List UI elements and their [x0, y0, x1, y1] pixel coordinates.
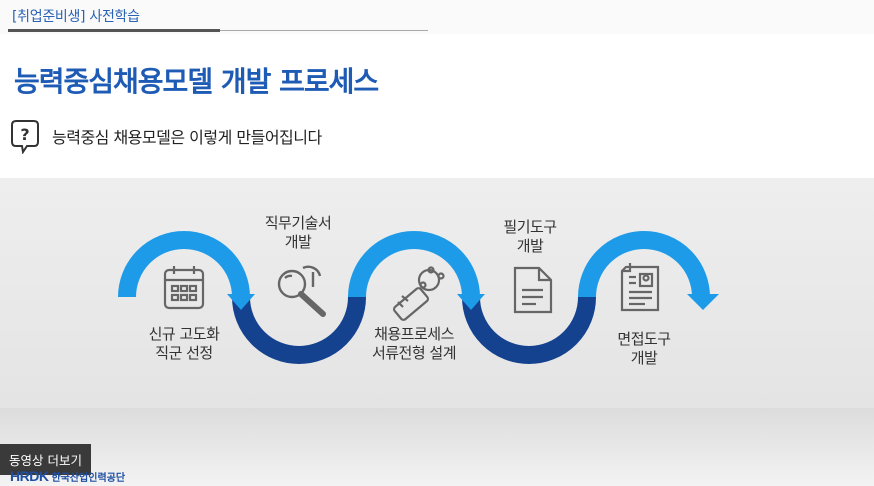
document-icon	[513, 266, 553, 314]
step-label-5: 면접도구 개발	[617, 330, 671, 367]
subtitle-text: 능력중심 채용모델은 이렇게 만들어집니다	[52, 128, 322, 147]
hrdk-logo: HRDK 한국산업인력공단	[10, 468, 125, 484]
arc-step-1	[118, 231, 250, 298]
step-label-1: 신규 고도화 직군 선정	[148, 325, 220, 362]
more-videos-button[interactable]: 동영상 더보기	[0, 444, 91, 475]
logo-mark: HRDK	[10, 468, 49, 484]
arrow-head-3	[687, 294, 719, 310]
magnifier-icon	[277, 265, 326, 317]
calendar-icon	[163, 266, 205, 310]
subtitle-row: ? 능력중심 채용모델은 이렇게 만들어집니다	[10, 118, 322, 154]
upper-arcs	[118, 231, 710, 298]
step-label-3: 채용프로세스 서류전형 설계	[371, 325, 457, 362]
step-label-2: 직무기술서 개발	[264, 214, 332, 251]
arrow-head-1	[227, 294, 255, 310]
arc-step-5	[578, 231, 710, 298]
arc-step-2	[232, 296, 366, 364]
step-label-4: 필기도구 개발	[503, 218, 557, 255]
header-divider	[220, 30, 428, 31]
page-title: 능력중심채용모델 개발 프로세스	[14, 65, 379, 98]
section-tag: [취업준비생] 사전학습	[12, 9, 140, 25]
arrow-head-2	[457, 294, 485, 310]
arc-step-4	[462, 296, 596, 364]
header-bar: [취업준비생] 사전학습	[0, 0, 874, 34]
key-icon	[392, 266, 445, 321]
process-diagram	[0, 178, 874, 408]
svg-text:?: ?	[20, 125, 29, 144]
question-bubble-icon: ?	[11, 120, 39, 154]
arc-step-3	[348, 231, 480, 298]
arrow-heads	[227, 294, 719, 310]
logo-text: 한국산업인력공단	[51, 473, 126, 484]
header-underline	[8, 29, 220, 32]
lower-arcs	[232, 296, 596, 364]
profile-document-icon	[620, 263, 660, 312]
footer-strip	[0, 408, 874, 486]
